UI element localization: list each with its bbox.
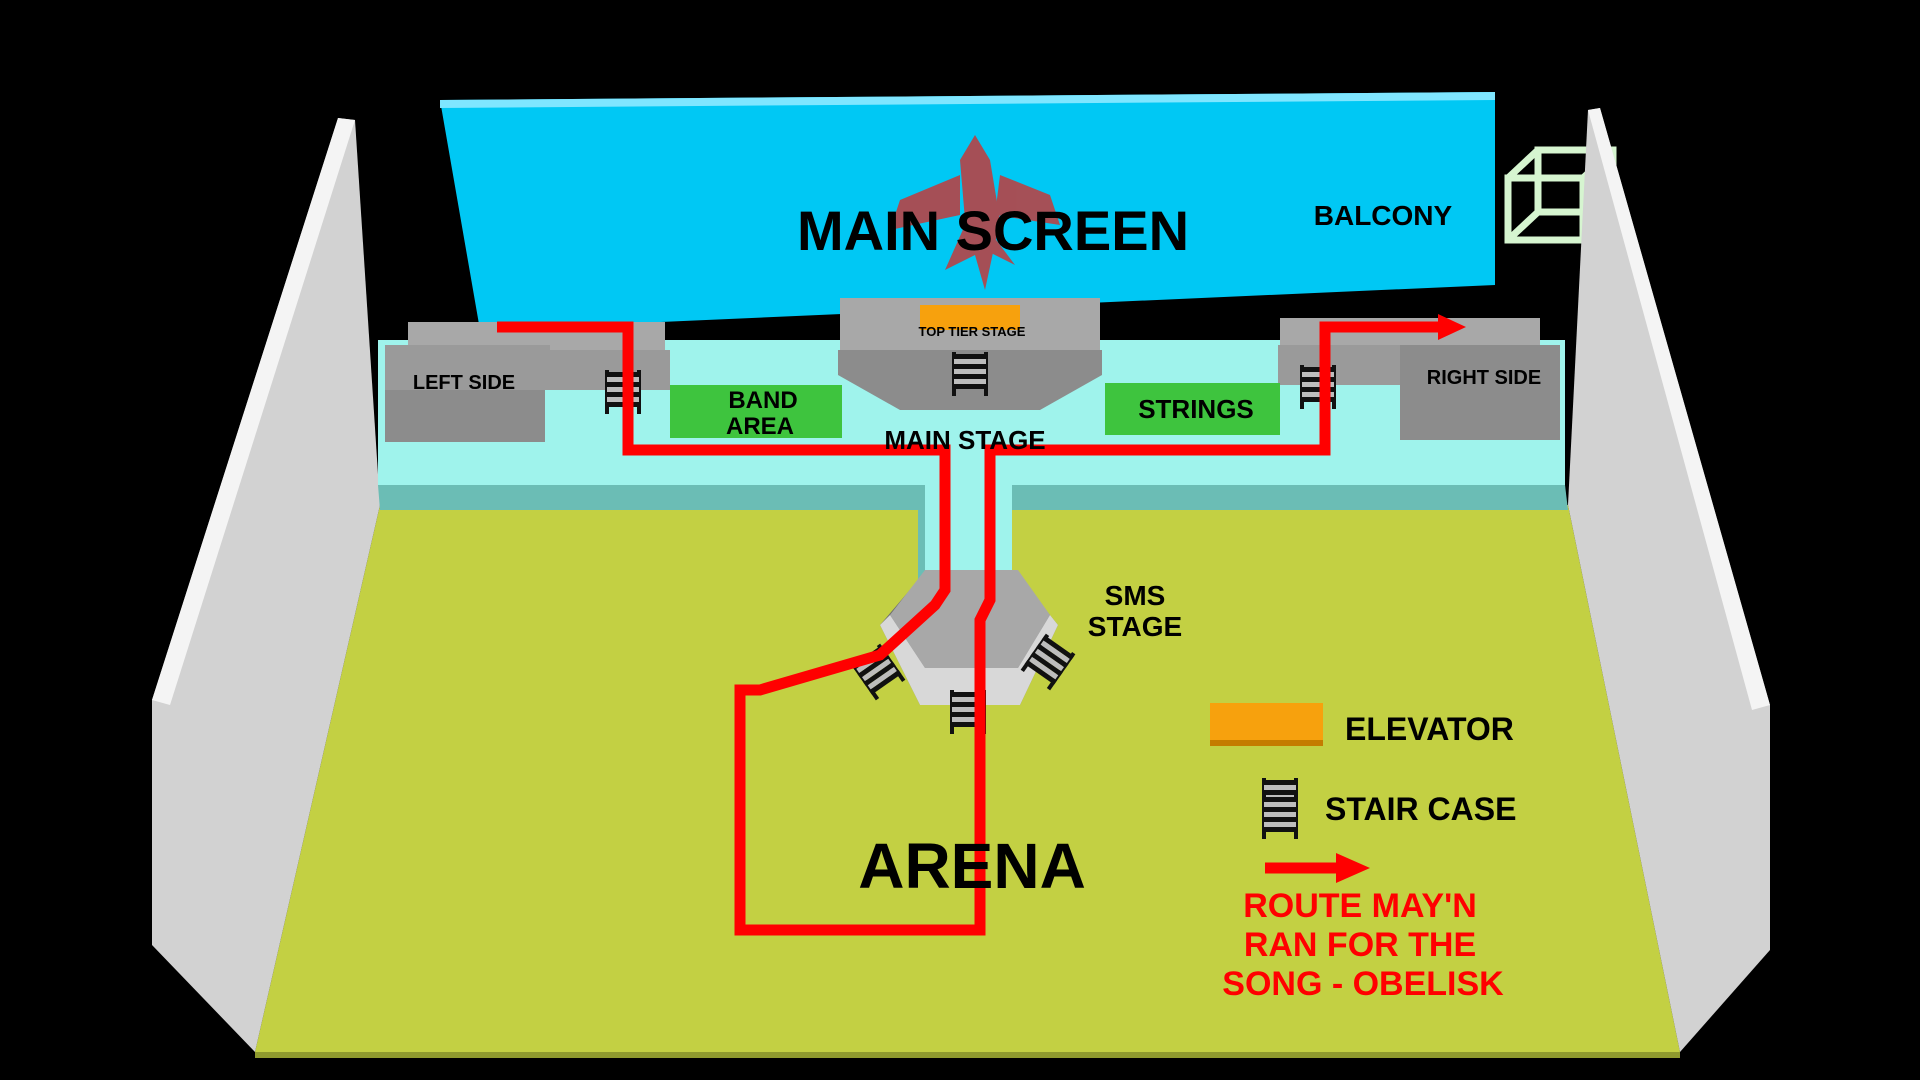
band-area-label-line1: BAND <box>728 387 797 414</box>
arena-floor-edge <box>255 1052 1680 1058</box>
left-wall <box>152 118 380 1052</box>
right-side-platform-front <box>1400 345 1560 440</box>
top-tier-elevator <box>920 305 1020 330</box>
main-screen-edge <box>440 92 1495 108</box>
main-stage-label: MAIN STAGE <box>884 425 1045 455</box>
legend-elevator-label: ELEVATOR <box>1345 711 1514 747</box>
right-wall-edge <box>1588 108 1770 710</box>
strings-label: STRINGS <box>1138 394 1254 424</box>
right-side-platform-face <box>1278 345 1400 385</box>
legend-stair-case-label: STAIR CASE <box>1325 791 1516 827</box>
arena-floor <box>255 505 1680 1052</box>
legend-elevator-swatch <box>1210 703 1323 745</box>
legend-route-line3: SONG - OBELISK <box>1222 965 1504 1003</box>
legend-route-arrowhead <box>1336 853 1370 883</box>
arena-label: ARENA <box>858 830 1086 902</box>
ship-emblem <box>890 135 1060 290</box>
legend-route-line2: RAN FOR THE <box>1244 926 1476 964</box>
legend: ELEVATOR STAIR CASE ROUTE MAY'N RAN FOR … <box>1210 703 1516 1003</box>
sms-stage-label-line1: SMS <box>1105 580 1166 611</box>
main-screen-label: MAIN SCREEN <box>797 199 1189 262</box>
balcony-label: BALCONY <box>1314 200 1453 231</box>
right-wall <box>1568 108 1770 1052</box>
sms-stage-top <box>890 570 1050 668</box>
sms-stage-rim <box>880 615 1058 705</box>
legend-route-line1: ROUTE MAY'N <box>1243 887 1477 925</box>
left-side-platform-front <box>385 390 545 442</box>
left-side-label: LEFT SIDE <box>413 372 515 394</box>
band-area-label-line2: AREA <box>726 413 794 440</box>
left-wall-edge <box>152 118 355 705</box>
strings-zone <box>1105 383 1280 435</box>
route-path <box>497 321 1440 936</box>
route-arrowhead <box>1438 314 1466 340</box>
band-area-zone <box>670 385 842 438</box>
sms-stage-label-line2: STAGE <box>1088 611 1182 642</box>
right-side-label: RIGHT SIDE <box>1427 367 1541 389</box>
top-tier-stage-label: TOP TIER STAGE <box>919 324 1026 339</box>
left-side-platform-face <box>385 345 550 390</box>
